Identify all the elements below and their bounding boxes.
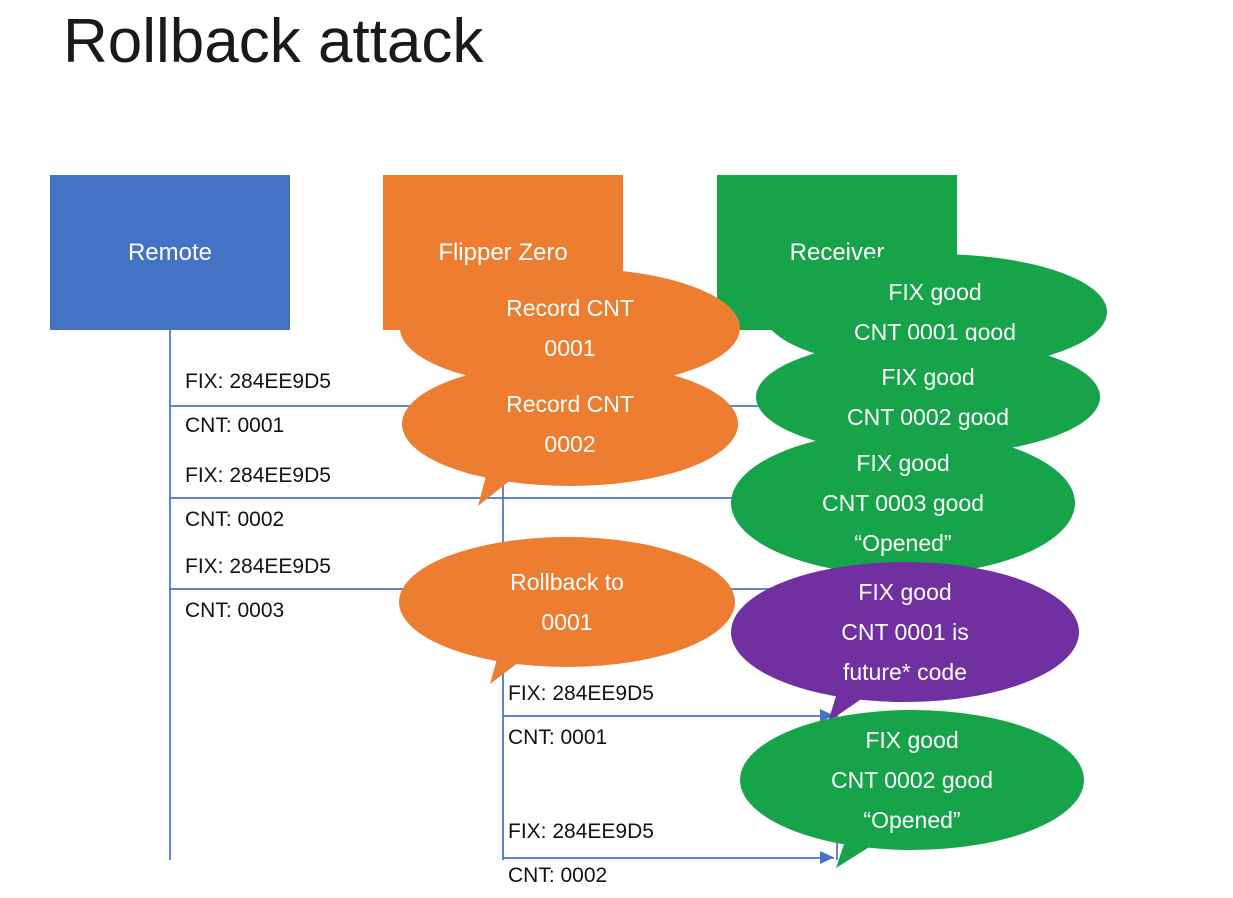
bubble-record-cnt-0001-text: Record CNT 0001 <box>506 295 634 361</box>
message-2-cnt-label: CNT: 0002 <box>185 508 285 531</box>
bubble-future-code-reject-text: FIX good CNT 0001 is future* code <box>841 579 969 685</box>
message-4-cnt-label: CNT: 0001 <box>508 726 608 749</box>
bubble-cnt-0002-good-text: FIX good CNT 0002 good <box>847 364 1009 430</box>
message-3-fix-label: FIX: 284EE9D5 <box>185 555 331 578</box>
bubble-record-cnt-0002: Record CNT 0002 <box>402 362 738 486</box>
message-3-cnt-label: CNT: 0003 <box>185 599 285 622</box>
message-line-4 <box>503 715 837 717</box>
page-title: Rollback attack <box>63 7 484 76</box>
message-4-fix-label: FIX: 284EE9D5 <box>508 682 654 705</box>
bubble-cnt-0003-opened-text: FIX good CNT 0003 good “Opened” <box>822 450 984 556</box>
bubble-cnt-0002-opened: FIX good CNT 0002 good “Opened” <box>740 710 1084 850</box>
bubble-cnt-0002-opened-text: FIX good CNT 0002 good “Opened” <box>831 727 993 833</box>
actor-label-remote: Remote <box>127 238 213 266</box>
message-5-fix-label: FIX: 284EE9D5 <box>508 820 654 843</box>
bubble-rollback-to-0001: Rollback to 0001 <box>399 537 735 667</box>
bubble-future-code-reject: FIX good CNT 0001 is future* code <box>731 562 1079 702</box>
message-1-cnt-label: CNT: 0001 <box>185 414 285 437</box>
message-5-cnt-label: CNT: 0002 <box>508 864 608 887</box>
message-2-fix-label: FIX: 284EE9D5 <box>185 464 331 487</box>
bubble-record-cnt-0001: Record CNT 0001 <box>400 268 740 388</box>
message-1-fix-label: FIX: 284EE9D5 <box>185 370 331 393</box>
message-line-5 <box>503 857 834 859</box>
bubble-record-cnt-0002-text: Record CNT 0002 <box>506 391 634 457</box>
actor-label-flipper-zero: Flipper Zero <box>438 238 568 266</box>
actor-box-remote: Remote <box>50 175 290 330</box>
bubble-rollback-to-0001-text: Rollback to 0001 <box>510 569 624 635</box>
bubble-cnt-0003-opened: FIX good CNT 0003 good “Opened” <box>731 431 1075 575</box>
message-line-2 <box>170 497 837 499</box>
message-arrow-5 <box>820 851 834 864</box>
lifeline-remote <box>169 330 171 860</box>
